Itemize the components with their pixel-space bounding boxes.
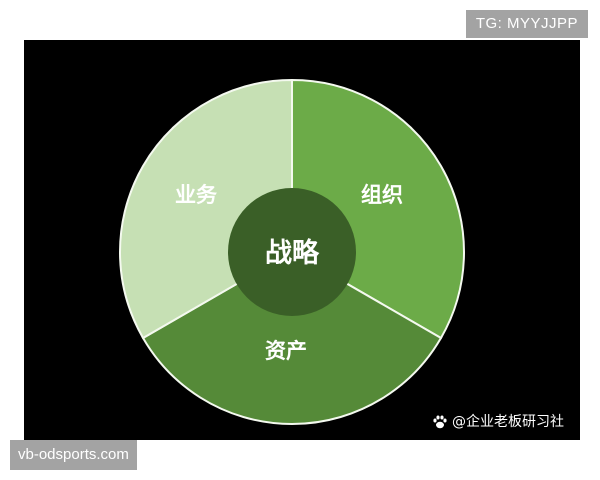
watermark-text: @企业老板研习社 — [452, 414, 564, 430]
segment-organization-label: 组织 — [361, 183, 403, 207]
segment-assets-label: 资产 — [265, 339, 307, 363]
segment-business-label: 业务 — [175, 183, 218, 207]
center-circle — [228, 188, 356, 316]
paw-icon — [433, 415, 447, 429]
diagram-panel: 组织资产 业务 战略 — [24, 40, 580, 440]
site-badge: vb-odsports.com — [10, 440, 137, 470]
center-label: 战略 — [265, 237, 320, 269]
segment-assets — [141, 250, 443, 425]
tg-badge: TG: MYYJJPP — [465, 10, 588, 38]
watermark: @企业老板研习社 — [432, 412, 564, 432]
